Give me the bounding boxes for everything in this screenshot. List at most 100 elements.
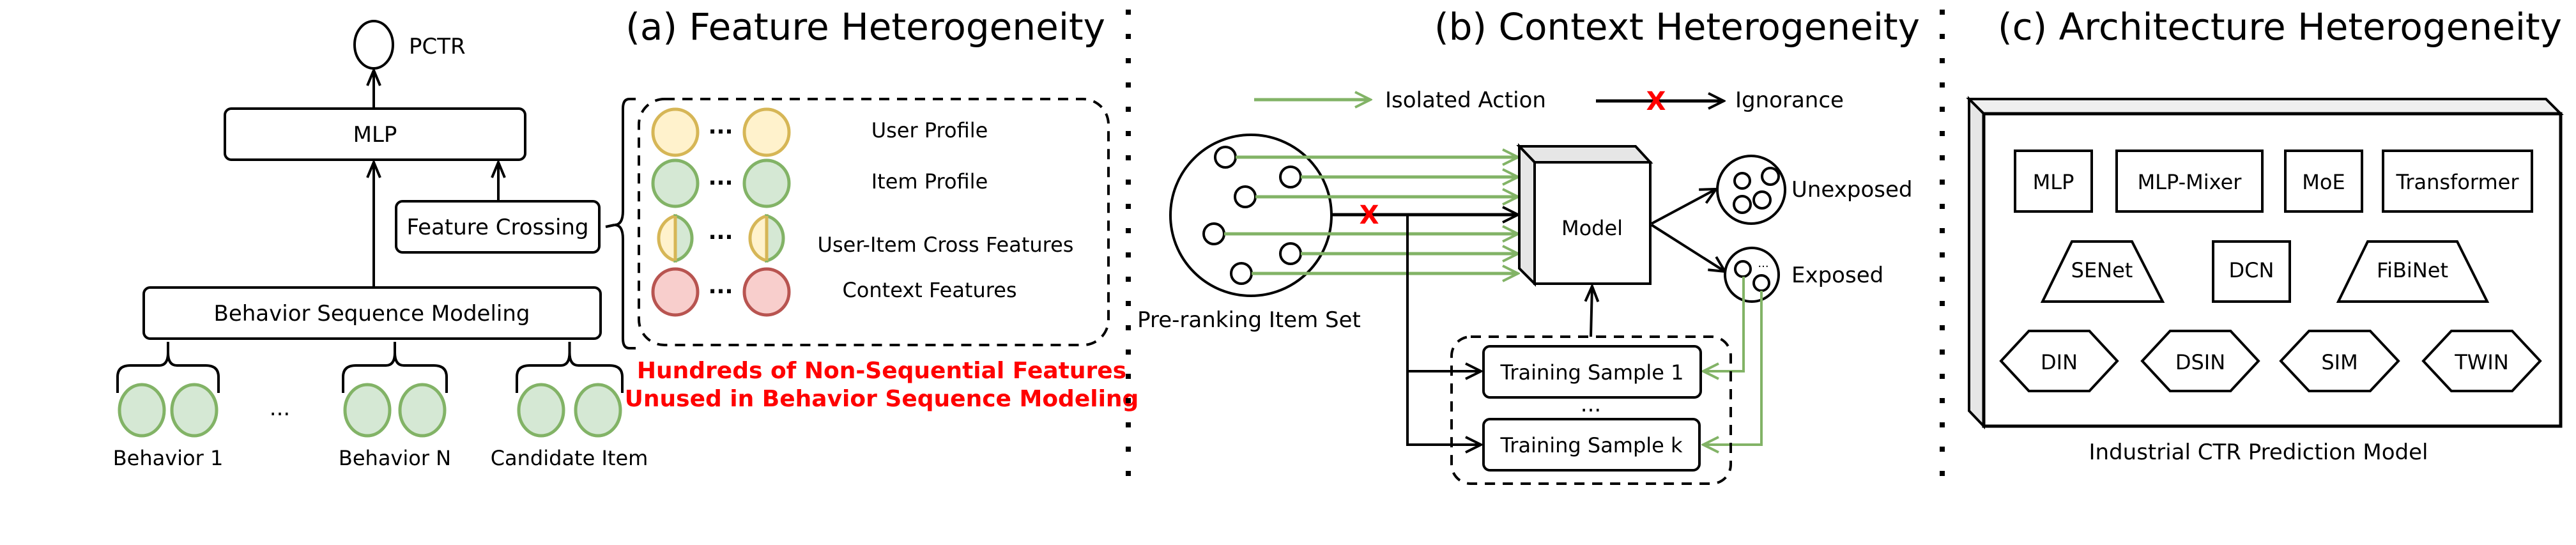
training-sample-k-label: Training Sample k <box>1499 433 1683 457</box>
pctr-output-node <box>353 20 394 70</box>
isolated-action-arrows <box>1224 157 1518 273</box>
samples-to-model-arrow <box>1591 286 1592 337</box>
module-label: MLP-Mixer <box>2138 170 2242 194</box>
exposed-label: Exposed <box>1791 263 1883 288</box>
module-box <box>2115 150 2264 213</box>
non-sequential-features-box <box>638 98 1110 346</box>
module-trapezoid <box>2040 240 2165 303</box>
branch-to-sample-1 <box>1406 216 1481 371</box>
unexposed-item <box>1733 195 1752 214</box>
exposed-ellipsis: ... <box>1758 257 1768 270</box>
module-label: DIN <box>2041 350 2078 374</box>
training-sample-1-label: Training Sample 1 <box>1500 360 1684 385</box>
behavior-embedding <box>574 383 622 438</box>
container-side-face <box>1968 96 1985 429</box>
pre-ranking-item <box>1214 146 1237 169</box>
context-feature-embedding <box>651 267 700 317</box>
module-label: MLP <box>2033 170 2074 194</box>
module-hexagon <box>2140 330 2260 392</box>
module-label: SIM <box>2321 350 2358 374</box>
module-box <box>2284 150 2363 213</box>
behavior-embedding <box>170 383 218 438</box>
pre-ranking-item <box>1202 222 1225 245</box>
feature-ellipsis: ... <box>709 165 733 190</box>
exposed-item <box>1752 274 1770 292</box>
panel-a-title: (a) Feature Heterogeneity <box>625 5 1105 49</box>
item-set-label: Pre-ranking Item Set <box>1137 307 1361 333</box>
mlp-box <box>224 107 526 161</box>
module-label: FiBiNet <box>2377 258 2448 282</box>
unexposed-item <box>1733 172 1751 190</box>
panel-b-title: (b) Context Heterogeneity <box>1434 5 1920 49</box>
exposed-to-sample-1-arrow <box>1703 277 1745 371</box>
feature-group-label: Context Features <box>842 278 1016 302</box>
user-feature-embedding <box>742 107 791 157</box>
module-box <box>2382 150 2533 213</box>
feature-rows: ...User Profile...Item Profile...User-It… <box>651 107 1074 317</box>
module-label: SENet <box>2071 258 2133 282</box>
behavior-embedding <box>118 383 166 438</box>
context-feature-embedding <box>742 267 791 317</box>
unexposed-label: Unexposed <box>1791 177 1912 203</box>
module-hexagon <box>2421 330 2542 392</box>
item-feature-embedding <box>651 158 700 208</box>
legend-ignorance-label: Ignorance <box>1735 88 1844 113</box>
module-label: TWIN <box>2454 350 2509 374</box>
behavior-label: Candidate Item <box>491 446 648 470</box>
panel-c-title: (c) Architecture Heterogeneity <box>1998 5 2562 49</box>
ctr-model-caption: Industrial CTR Prediction Model <box>2089 440 2428 465</box>
item-set-items <box>1202 146 1302 285</box>
cross-feature-item-half <box>765 213 785 263</box>
model-label: Model <box>1561 216 1623 240</box>
panel-a: (a) Feature Heterogeneity PCTR MLP Featu… <box>113 5 1139 470</box>
feature-group-label: User-Item Cross Features <box>818 233 1074 257</box>
user-feature-embedding <box>651 107 700 157</box>
module-box <box>2014 150 2093 213</box>
cube-side-face <box>1518 143 1536 287</box>
behavior-label: Behavior 1 <box>113 446 224 470</box>
behavior-groups: Behavior 1 Behavior N Candidate Item... <box>113 342 648 470</box>
exposed-set <box>1724 247 1780 303</box>
model-cube: Model <box>1516 143 1653 287</box>
feature-ellipsis: ... <box>709 219 733 245</box>
unexposed-set <box>1716 155 1786 225</box>
unexposed-item <box>1752 190 1772 210</box>
feature-crossing-label: Feature Crossing <box>406 215 588 240</box>
behavior-ellipsis: ... <box>270 395 290 421</box>
samples-ellipsis: ... <box>1581 392 1601 417</box>
module-label: MoE <box>2302 170 2345 194</box>
note-line-1: Hundreds of Non-Sequential Features <box>637 358 1126 384</box>
module-label: DCN <box>2229 258 2274 282</box>
unexposed-item <box>1761 167 1780 186</box>
behavior-label: Behavior N <box>339 446 451 470</box>
item-feature-embedding <box>742 158 791 208</box>
feature-group-label: Item Profile <box>871 169 988 194</box>
legend-x-mark: X <box>1646 87 1666 116</box>
ignorance-x-mark: X <box>1360 201 1379 230</box>
panel-b: (b) Context Heterogeneity Isolated Actio… <box>1137 5 1920 485</box>
behavior-brace <box>116 351 220 393</box>
training-sample-1-box <box>1482 345 1702 399</box>
feature-ellipsis: ... <box>709 114 733 139</box>
module-trapezoid <box>2336 240 2490 303</box>
cross-feature-user-half <box>748 213 769 263</box>
mlp-label: MLP <box>353 122 397 148</box>
exposed-item <box>1734 260 1752 278</box>
note-line-2: Unused in Behavior Sequence Modeling <box>625 386 1139 412</box>
module-label: DSIN <box>2175 350 2225 374</box>
behavior-embedding <box>343 383 392 438</box>
feature-ellipsis: ... <box>709 273 733 299</box>
container-top-face <box>1966 98 2564 115</box>
panel-c: (c) Architecture Heterogeneity MLP MLP-Mi… <box>1966 5 2564 465</box>
pre-ranking-item <box>1230 262 1253 285</box>
branch-to-sample-k <box>1406 367 1481 445</box>
training-sample-k-box <box>1482 418 1701 472</box>
cross-feature-item-half <box>673 213 694 263</box>
training-samples-group <box>1450 335 1732 485</box>
brace-connector <box>605 224 615 228</box>
pre-ranking-item <box>1279 165 1302 188</box>
behavior-embedding <box>517 383 565 438</box>
cross-feature-user-half <box>657 213 677 263</box>
module-hexagon <box>2279 330 2400 392</box>
